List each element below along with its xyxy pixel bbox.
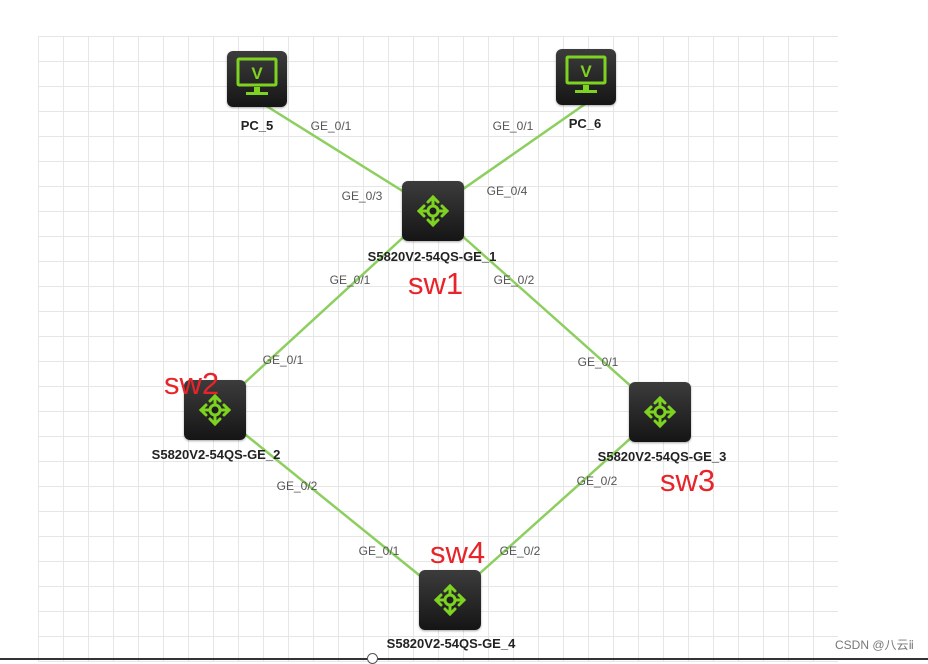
port-label-sw1-ge02: GE_0/2	[493, 273, 535, 287]
pc5-label: PC_5	[240, 118, 274, 133]
port-label-pc5: GE_0/1	[310, 119, 352, 133]
pc6-node[interactable]: V	[556, 49, 616, 105]
switch-arrows-icon	[433, 583, 467, 617]
annotation-sw3: sw3	[660, 463, 716, 498]
resize-handle[interactable]	[367, 653, 378, 664]
port-label-pc6: GE_0/1	[492, 119, 534, 133]
port-label-sw1-ge04: GE_0/4	[486, 184, 528, 198]
pc5-node[interactable]: V	[227, 51, 287, 107]
port-label-sw3-ge02: GE_0/2	[576, 474, 618, 488]
link-sw3-sw4[interactable]	[449, 411, 661, 601]
sw3-node[interactable]	[629, 382, 691, 442]
port-label-sw1-ge03: GE_0/3	[341, 189, 383, 203]
switch-arrows-icon	[198, 393, 232, 427]
switch-arrows-icon	[643, 395, 677, 429]
monitor-icon: V	[236, 57, 278, 95]
sw4-label: S5820V2-54QS-GE_4	[386, 636, 516, 651]
annotation-sw4: sw4	[430, 535, 486, 570]
link-sw1-sw2[interactable]	[214, 209, 434, 411]
pc6-label: PC_6	[568, 116, 602, 131]
sw2-node[interactable]	[184, 380, 246, 440]
link-sw2-sw4[interactable]	[214, 409, 451, 601]
sw4-node[interactable]	[419, 570, 481, 630]
sw3-label: S5820V2-54QS-GE_3	[597, 449, 727, 464]
sw1-node[interactable]	[402, 181, 464, 241]
link-sw1-sw3[interactable]	[432, 209, 661, 413]
monitor-icon: V	[565, 55, 607, 93]
port-label-sw2-ge02: GE_0/2	[276, 479, 318, 493]
links-layer	[214, 100, 661, 601]
port-label-sw4-ge01: GE_0/1	[358, 544, 400, 558]
sw2-label: S5820V2-54QS-GE_2	[151, 447, 281, 462]
port-label-sw3-ge01: GE_0/1	[577, 355, 619, 369]
csdn-watermark: CSDN @八云ⅱ	[834, 638, 914, 652]
annotation-sw1: sw1	[408, 266, 464, 301]
annotation-sw2: sw2	[164, 366, 220, 401]
svg-text:V: V	[251, 64, 263, 83]
port-label-sw1-ge01: GE_0/1	[329, 273, 371, 287]
svg-text:V: V	[580, 62, 592, 81]
port-label-sw4-ge02: GE_0/2	[499, 544, 541, 558]
topology-canvas[interactable]: V PC_5 V PC_6 S5820V2-54QS-GE_	[38, 36, 838, 662]
bottom-divider	[0, 658, 928, 660]
sw1-label: S5820V2-54QS-GE_1	[367, 249, 497, 264]
port-label-sw2-ge01: GE_0/1	[262, 353, 304, 367]
switch-arrows-icon	[416, 194, 450, 228]
